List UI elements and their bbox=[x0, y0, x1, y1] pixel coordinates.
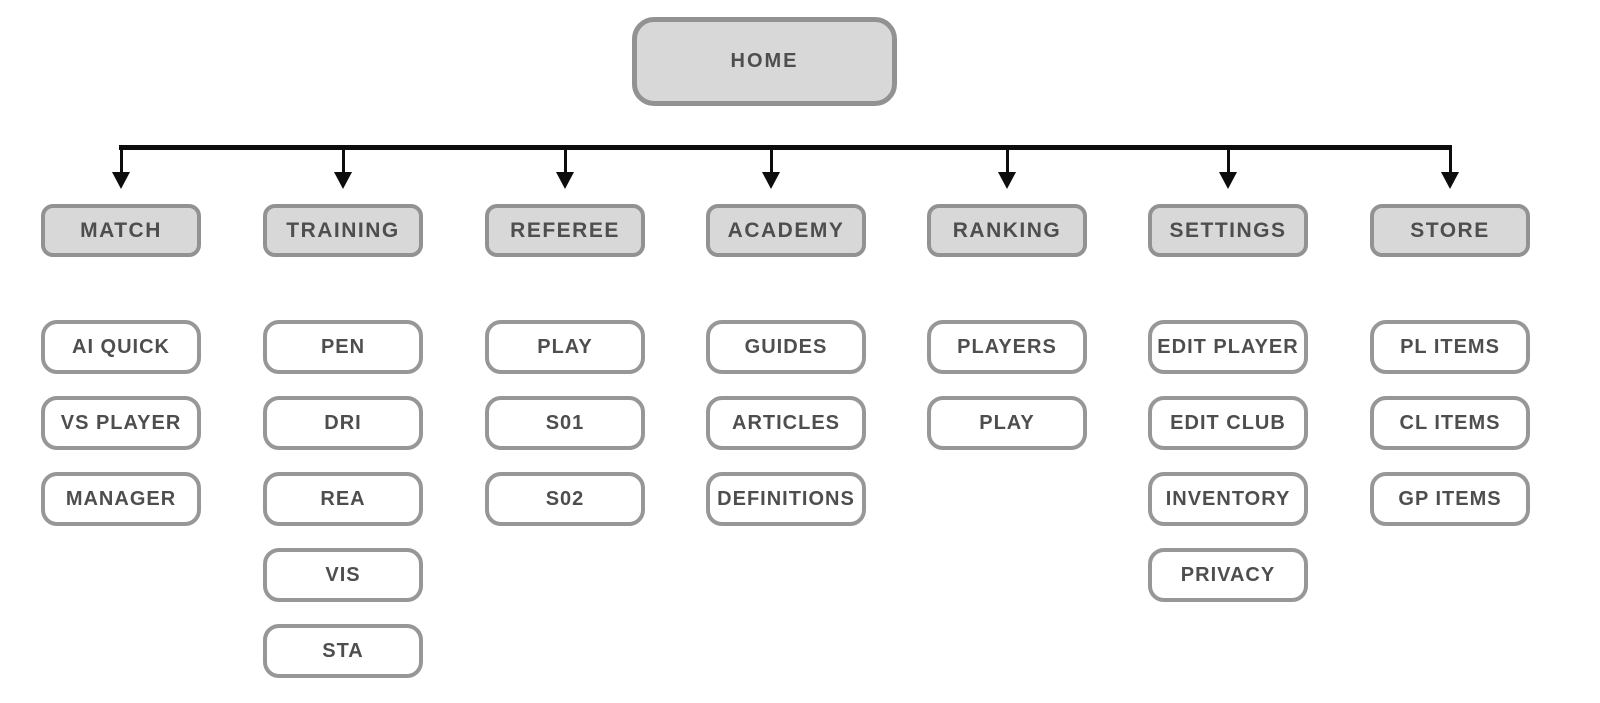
node-pen: PEN bbox=[263, 320, 423, 374]
node-ranking: RANKING bbox=[927, 204, 1087, 257]
arrow-down-icon bbox=[998, 172, 1016, 189]
node-store: STORE bbox=[1370, 204, 1530, 257]
node-dri: DRI bbox=[263, 396, 423, 450]
node-cl-items: CL ITEMS bbox=[1370, 396, 1530, 450]
connector-stem bbox=[1448, 145, 1452, 172]
node-settings: SETTINGS bbox=[1148, 204, 1308, 257]
arrow-down-icon bbox=[334, 172, 352, 189]
arrow-down-icon bbox=[1219, 172, 1237, 189]
connector-stem bbox=[1005, 145, 1009, 172]
node-training: TRAINING bbox=[263, 204, 423, 257]
node-match: MATCH bbox=[41, 204, 201, 257]
arrow-down-icon bbox=[1441, 172, 1459, 189]
node-play: PLAY bbox=[485, 320, 645, 374]
node-s02: S02 bbox=[485, 472, 645, 526]
connector-stem bbox=[769, 145, 773, 172]
node-players: PLAYERS bbox=[927, 320, 1087, 374]
node-referee: REFEREE bbox=[485, 204, 645, 257]
node-guides: GUIDES bbox=[706, 320, 866, 374]
arrow-down-icon bbox=[112, 172, 130, 189]
node-sta: STA bbox=[263, 624, 423, 678]
node-gp-items: GP ITEMS bbox=[1370, 472, 1530, 526]
node-s01: S01 bbox=[485, 396, 645, 450]
node-ai-quick: AI QUICK bbox=[41, 320, 201, 374]
node-definitions: DEFINITIONS bbox=[706, 472, 866, 526]
arrow-down-icon bbox=[556, 172, 574, 189]
connector-stem bbox=[563, 145, 567, 172]
connector-stem bbox=[1226, 145, 1230, 172]
connector-stem bbox=[119, 145, 123, 172]
node-home: HOME bbox=[632, 17, 897, 106]
node-edit-club: EDIT CLUB bbox=[1148, 396, 1308, 450]
connector-line bbox=[119, 145, 1452, 150]
node-inventory: INVENTORY bbox=[1148, 472, 1308, 526]
arrow-down-icon bbox=[762, 172, 780, 189]
connector-stem bbox=[341, 145, 345, 172]
node-edit-player: EDIT PLAYER bbox=[1148, 320, 1308, 374]
node-academy: ACADEMY bbox=[706, 204, 866, 257]
node-privacy: PRIVACY bbox=[1148, 548, 1308, 602]
node-pl-items: PL ITEMS bbox=[1370, 320, 1530, 374]
node-vs-player: VS PLAYER bbox=[41, 396, 201, 450]
node-manager: MANAGER bbox=[41, 472, 201, 526]
node-play: PLAY bbox=[927, 396, 1087, 450]
node-articles: ARTICLES bbox=[706, 396, 866, 450]
node-vis: VIS bbox=[263, 548, 423, 602]
node-rea: REA bbox=[263, 472, 423, 526]
